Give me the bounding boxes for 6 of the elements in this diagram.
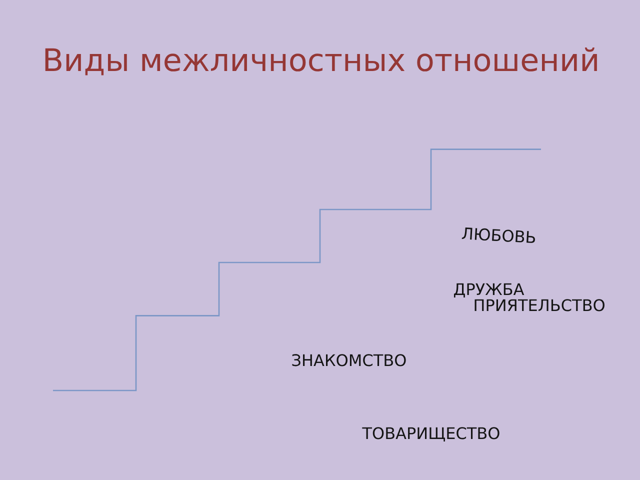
stage-label: ЛЮБОВЬ	[462, 228, 535, 243]
stage-label: ПРИЯТЕЛЬСТВО	[474, 299, 604, 312]
stage-label: ЗНАКОМСТВО	[292, 354, 406, 366]
stage-label: ДРУЖБА	[454, 283, 524, 298]
slide-title: Виды межличностных отношений	[45, 47, 597, 76]
stage-label: ТОВАРИЩЕСТВО	[362, 427, 500, 442]
